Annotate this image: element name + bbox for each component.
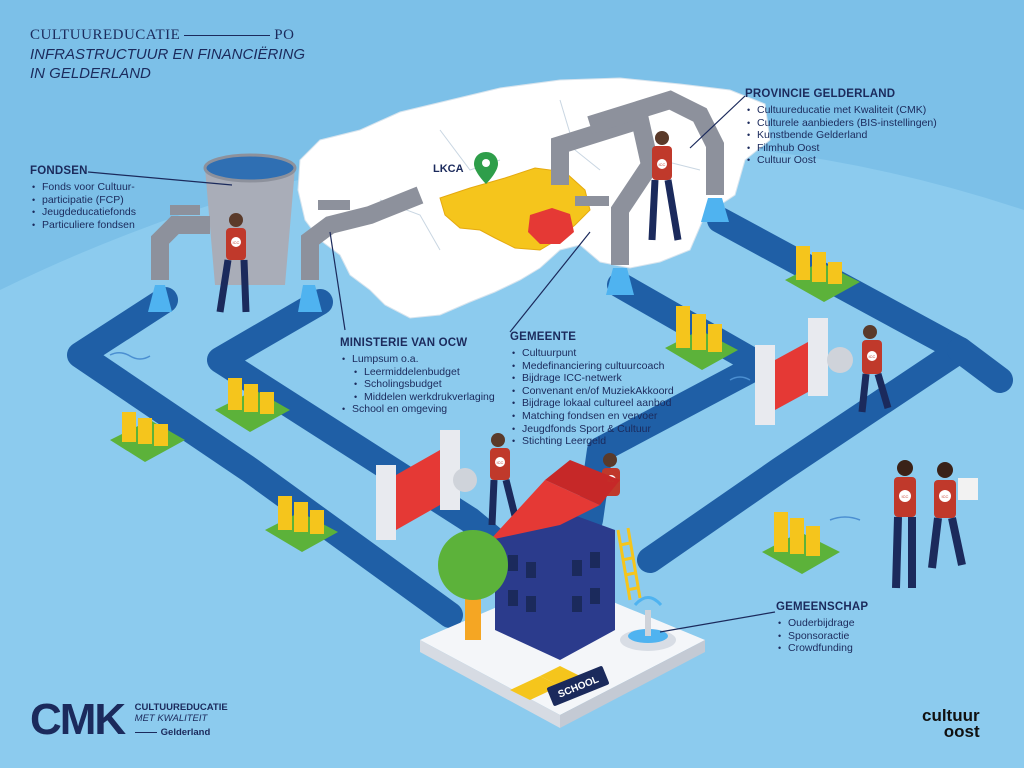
cmk-logo-line3: Gelderland xyxy=(135,727,228,738)
gemeente-list: Cultuurpunt Medefinanciering cultuurcoac… xyxy=(510,347,674,448)
lkca-label: LKCA xyxy=(433,163,464,175)
fondsen-item: Jeugdeducatiefonds xyxy=(30,206,136,219)
gemeenschap-item: Crowdfunding xyxy=(776,642,855,655)
fondsen-item: participatie (FCP) xyxy=(30,194,136,207)
cultuur-oost-line1: cultuur xyxy=(922,706,980,725)
coin-stack-2 xyxy=(215,378,290,432)
provincie-item: Culturele aanbieders (BIS-instellingen) xyxy=(745,117,937,130)
gemeenschap-item: Sponsoractie xyxy=(776,630,855,643)
gemeente-item: Bijdrage lokaal cultureel aanbod xyxy=(510,397,674,410)
icc-badge-text: ICC xyxy=(942,494,949,499)
cmk-logo: CMK CULTUUREDUCATIE MET KWALITEIT Gelder… xyxy=(30,698,228,742)
person-gemeenschap-2 xyxy=(928,462,978,569)
icc-badge-text: ICC xyxy=(608,478,615,483)
provincie-item: Kunstbende Gelderland xyxy=(745,129,937,142)
cmk-logo-text: CULTUUREDUCATIE MET KWALITEIT Gelderland xyxy=(135,702,228,738)
page-title-line2: IN GELDERLAND xyxy=(30,65,151,82)
cmk-logo-line2: MET KWALITEIT xyxy=(134,713,208,724)
cmk-logo-letters: CMK xyxy=(30,695,126,744)
icc-badge-text: ICC xyxy=(869,354,876,359)
gemeente-item: Jeugdfonds Sport & Cultuur xyxy=(510,423,674,436)
icc-badge-text: ICC xyxy=(902,494,909,499)
gemeente-item: Stichting Leergeld xyxy=(510,435,674,448)
coin-stack-1 xyxy=(110,412,185,462)
coin-stack-3 xyxy=(265,496,338,552)
ladder xyxy=(616,527,642,601)
ministerie-subitem: Middelen werkdrukverlaging xyxy=(340,391,495,404)
tap-ministerie xyxy=(298,186,424,312)
provincie-list: Cultuureducatie met Kwaliteit (CMK) Cult… xyxy=(745,104,937,167)
municipality-highlight xyxy=(528,208,574,244)
gemeente-item: Convenant en/of MuziekAkkoord xyxy=(510,385,674,398)
icc-badge-text: ICC xyxy=(659,162,666,167)
cultuur-oost-logo: cultuur oost xyxy=(922,706,980,741)
ministerie-subitem: Leermiddelenbudget xyxy=(340,366,495,379)
background-arc xyxy=(0,141,1024,768)
icc-badge-text: ICC xyxy=(497,460,504,465)
fondsen-item: Fonds voor Cultuur- xyxy=(30,181,136,194)
ministerie-heading: MINISTERIE VAN OCW xyxy=(340,337,468,349)
sluice-gate-1 xyxy=(376,430,477,540)
gemeente-item: Medefinanciering cultuurcoach xyxy=(510,360,674,373)
river-highlights xyxy=(109,352,861,521)
fondsen-list: Fonds voor Cultuur- participatie (FCP) J… xyxy=(30,181,136,231)
fondsen-item: Particuliere fondsen xyxy=(30,219,136,232)
cmk-logo-line1: CULTUUREDUCATIE xyxy=(134,702,228,713)
coin-stack-5 xyxy=(785,246,860,302)
tap-provincie xyxy=(587,90,729,222)
gemeenschap-item: Ouderbijdrage xyxy=(776,617,855,630)
provincie-item: Cultuureducatie met Kwaliteit (CMK) xyxy=(745,104,937,117)
cultuur-oost-line2: oost xyxy=(943,722,980,741)
provincie-item: Cultuur Oost xyxy=(745,154,937,167)
coin-stack-6 xyxy=(762,512,840,574)
map-pin-icon xyxy=(474,152,498,184)
ministerie-item: Lumpsum o.a. xyxy=(340,353,495,366)
icc-badge-text: ICC xyxy=(233,240,240,245)
water-bucket xyxy=(203,153,297,285)
title-overline-rule xyxy=(184,35,271,37)
tap-fondsen xyxy=(148,205,210,312)
leader-lines xyxy=(87,95,776,633)
gemeente-item: Cultuurpunt xyxy=(510,347,674,360)
gemeenschap-heading: GEMEENSCHAP xyxy=(776,601,869,613)
page-title: INFRASTRUCTUUR EN FINANCIËRING IN GELDER… xyxy=(30,45,305,83)
title-overline: CULTUUREDUCATIE PO xyxy=(30,27,294,44)
gemeente-heading: GEMEENTE xyxy=(510,331,577,343)
gemeente-item: Bijdrage ICC-netwerk xyxy=(510,372,674,385)
school-building xyxy=(490,460,620,660)
provincie-heading: PROVINCIE GELDERLAND xyxy=(745,88,896,100)
tap-gemeente xyxy=(551,108,660,295)
title-overline-right: PO xyxy=(274,27,295,43)
fountain xyxy=(620,596,676,651)
gemeenschap-list: Ouderbijdrage Sponsoractie Crowdfunding xyxy=(776,617,855,655)
ministerie-list: Lumpsum o.a. Leermiddelenbudget Scholing… xyxy=(340,353,495,416)
provincie-item: Filmhub Oost xyxy=(745,142,937,155)
page-title-line1: INFRASTRUCTUUR EN FINANCIËRING xyxy=(30,46,306,63)
ministerie-item: School en omgeving xyxy=(340,403,495,416)
fondsen-heading: FONDSEN xyxy=(30,165,88,177)
ministerie-subitem: Scholingsbudget xyxy=(340,378,495,391)
sluice-gate-2 xyxy=(755,318,853,425)
title-overline-left: CULTUUREDUCATIE xyxy=(30,27,181,43)
coin-stack-4 xyxy=(665,306,738,370)
tree xyxy=(438,530,508,640)
gemeente-item: Matching fondsen en vervoer xyxy=(510,410,674,423)
